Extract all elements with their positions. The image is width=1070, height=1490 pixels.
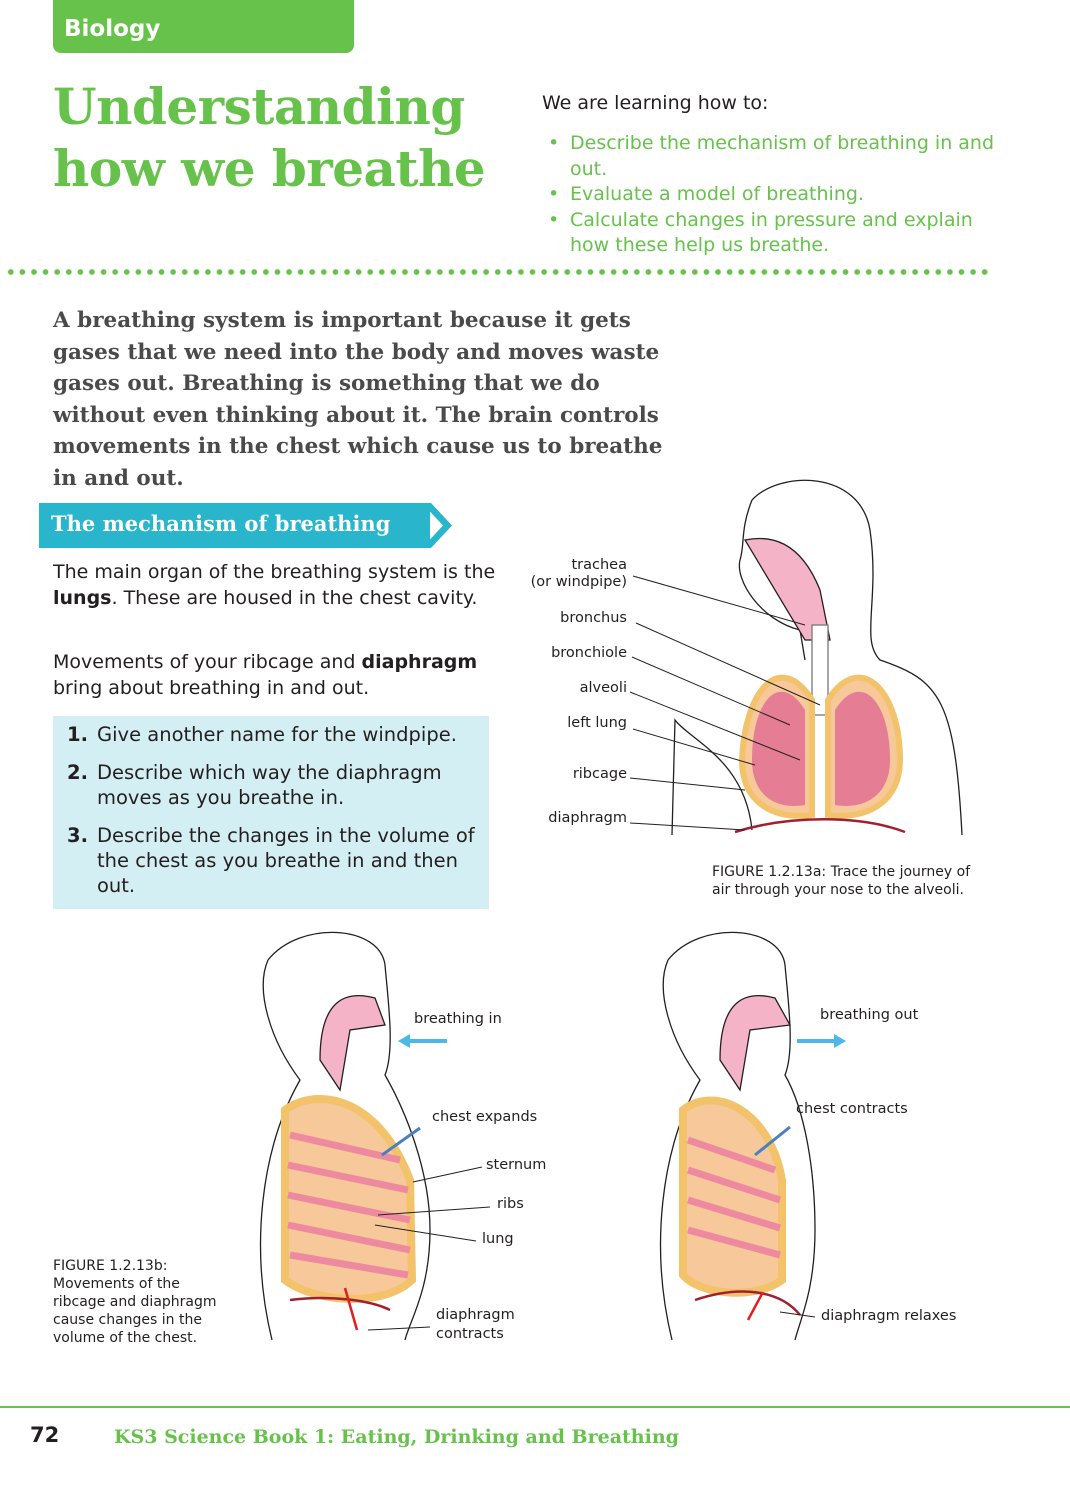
- breathing-diagrams: [259, 479, 963, 1341]
- figure-a-caption: FIGURE 1.2.13a: Trace the journey of air…: [712, 864, 971, 898]
- questions-box: 1.Give another name for the windpipe. 2.…: [53, 716, 489, 909]
- page-number: 72: [30, 1423, 60, 1447]
- title-line: how we breathe: [53, 139, 486, 198]
- label-breathing-out: breathing out: [820, 1007, 919, 1023]
- aim: Calculate changes in pressure and explai…: [548, 208, 1008, 259]
- label-trachea: trachea(or windpipe): [530, 557, 627, 590]
- dotted-divider: [5, 268, 993, 276]
- intro-paragraph: A breathing system is important because …: [53, 308, 663, 491]
- footer-rule: [0, 1406, 1070, 1408]
- question: 3.Describe the changes in the volume of …: [67, 824, 475, 897]
- subject-tab: Biology: [53, 0, 354, 53]
- book-title: KS3 Science Book 1: Eating, Drinking and…: [114, 1426, 679, 1448]
- label-diaphragm-relaxes: diaphragm relaxes: [821, 1308, 957, 1324]
- label-ribcage: ribcage: [572, 766, 627, 782]
- label-left-lung: left lung: [567, 715, 627, 731]
- label-bronchus: bronchus: [560, 610, 627, 626]
- title-line: Understanding: [53, 77, 465, 136]
- figure-b-in-illustration: [259, 931, 491, 1341]
- label-diaphragm: diaphragm: [548, 810, 627, 826]
- label-chest-expands: chest expands: [432, 1109, 538, 1125]
- label-alveoli: alveoli: [579, 680, 627, 696]
- question: 2.Describe which way the diaphragm moves…: [67, 761, 442, 809]
- figure-b-out-illustration: [659, 931, 846, 1341]
- body-paragraph: The main organ of the breathing system i…: [53, 561, 496, 609]
- label-bronchiole: bronchiole: [551, 645, 627, 661]
- label-breathing-in: breathing in: [414, 1011, 502, 1027]
- chevron-icon: [422, 503, 452, 548]
- figure-a-illustration: [671, 479, 963, 836]
- learning-heading: We are learning how to:: [542, 92, 769, 114]
- body-paragraph: Movements of your ribcage and diaphragm …: [53, 651, 478, 699]
- label-chest-contracts: chest contracts: [796, 1101, 908, 1117]
- figure-a-leader-lines: [629, 575, 821, 831]
- aim: Describe the mechanism of breathing in a…: [548, 131, 1008, 182]
- figure-b-caption: FIGURE 1.2.13b: Movements of the ribcage…: [53, 1258, 217, 1346]
- label-sternum: sternum: [486, 1157, 547, 1173]
- learning-aims: Describe the mechanism of breathing in a…: [548, 131, 1008, 259]
- question: 1.Give another name for the windpipe.: [67, 723, 457, 746]
- section-heading: The mechanism of breathing: [39, 503, 430, 548]
- aim: Evaluate a model of breathing.: [548, 182, 1008, 208]
- label-ribs: ribs: [497, 1196, 524, 1212]
- label-lung: lung: [482, 1231, 514, 1247]
